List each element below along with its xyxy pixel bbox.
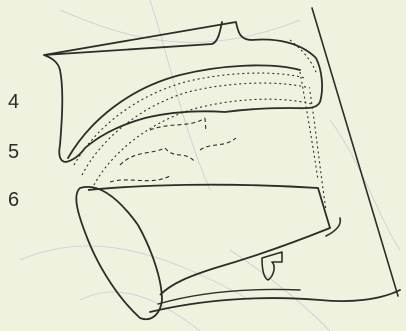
upper-palate-outline: [44, 22, 322, 162]
dashed-inner-features: [110, 118, 236, 182]
label-4: 4: [8, 92, 19, 112]
pharynx-line: [312, 8, 398, 296]
label-6: 6: [8, 190, 19, 210]
hyoid-shape: [262, 252, 282, 280]
floor-line: [150, 290, 400, 312]
floor-line-inner: [158, 290, 300, 304]
label-5: 5: [8, 142, 19, 162]
